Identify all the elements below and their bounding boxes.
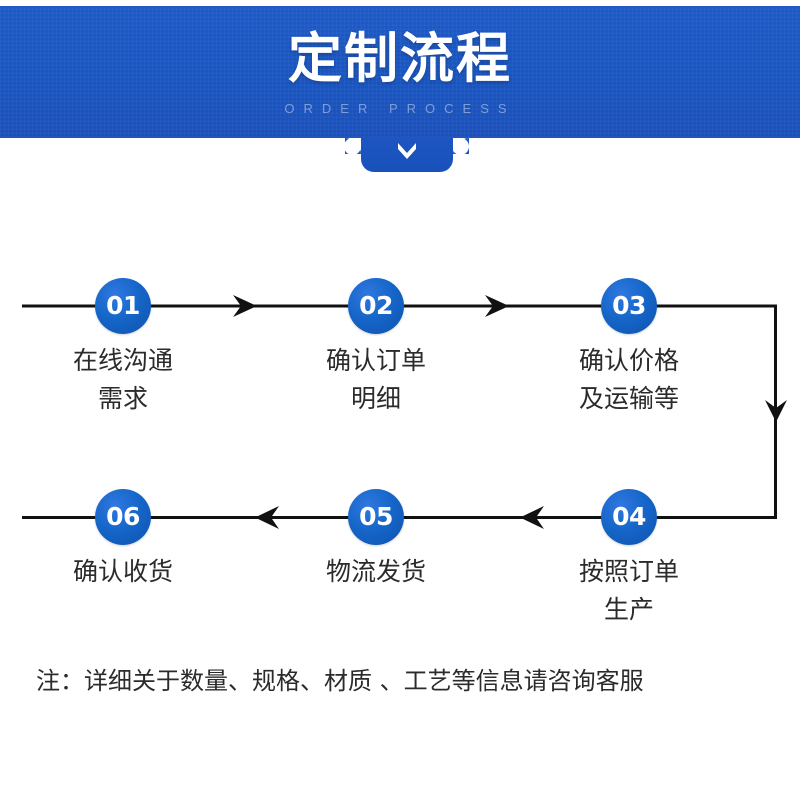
arrow-04-to-05-icon — [520, 506, 544, 529]
process-flow-diagram: 01 在线沟通 需求 02 确认订单 明细 03 确认价格 及运输等 04 按照… — [0, 172, 800, 800]
flow-node-04[interactable]: 04 — [601, 489, 657, 545]
flow-node-06[interactable]: 06 — [95, 489, 151, 545]
banner-notch-cover-right — [452, 138, 469, 155]
header-banner: 定制流程 ORDER PROCESS — [0, 6, 800, 138]
flow-node-03-number: 03 — [612, 291, 646, 320]
flow-node-01-label-line1: 在线沟通 — [72, 346, 173, 375]
chevron-down-icon — [395, 140, 419, 160]
flow-node-02-label-line2: 明细 — [350, 384, 401, 413]
page-title: 定制流程 — [288, 27, 512, 90]
flow-node-04-label-line2: 生产 — [603, 595, 654, 624]
flow-node-05-number: 05 — [359, 502, 393, 531]
flow-node-04-label-line1: 按照订单 — [578, 557, 679, 586]
footer-note: 注：详细关于数量、规格、材质 、工艺等信息请咨询客服 — [36, 667, 644, 695]
flow-node-06-label: 确认收货 — [8, 553, 238, 591]
flow-node-05[interactable]: 05 — [348, 489, 404, 545]
flow-node-02-label-line1: 确认订单 — [325, 346, 426, 375]
flow-node-02-label: 确认订单 明细 — [261, 342, 491, 418]
flow-node-05-label: 物流发货 — [261, 553, 491, 591]
flow-node-04-number: 04 — [612, 502, 646, 531]
flow-node-01[interactable]: 01 — [95, 278, 151, 334]
banner-notch-cover-left — [344, 138, 361, 155]
flow-node-02[interactable]: 02 — [348, 278, 404, 334]
arrow-05-to-06-icon — [255, 506, 279, 529]
flow-node-01-label: 在线沟通 需求 — [8, 342, 238, 418]
flow-node-03[interactable]: 03 — [601, 278, 657, 334]
flow-node-05-label-line1: 物流发货 — [325, 557, 426, 586]
arrow-02-to-03-icon — [485, 295, 509, 317]
flow-node-04-label: 按照订单 生产 — [514, 553, 744, 629]
flow-node-06-label-line1: 确认收货 — [72, 557, 173, 586]
page-subtitle: ORDER PROCESS — [284, 101, 516, 116]
flow-node-03-label: 确认价格 及运输等 — [514, 342, 744, 418]
flow-connector-lines — [22, 295, 787, 529]
flow-node-01-label-line2: 需求 — [97, 384, 148, 413]
flow-node-03-label-line2: 及运输等 — [578, 384, 679, 413]
flow-node-01-number: 01 — [106, 291, 140, 320]
arrow-03-to-04-icon — [765, 400, 787, 422]
flow-node-02-number: 02 — [359, 291, 393, 320]
flow-node-03-label-line1: 确认价格 — [578, 346, 679, 375]
flow-node-06-number: 06 — [106, 502, 140, 531]
arrow-01-to-02-icon — [233, 295, 257, 317]
